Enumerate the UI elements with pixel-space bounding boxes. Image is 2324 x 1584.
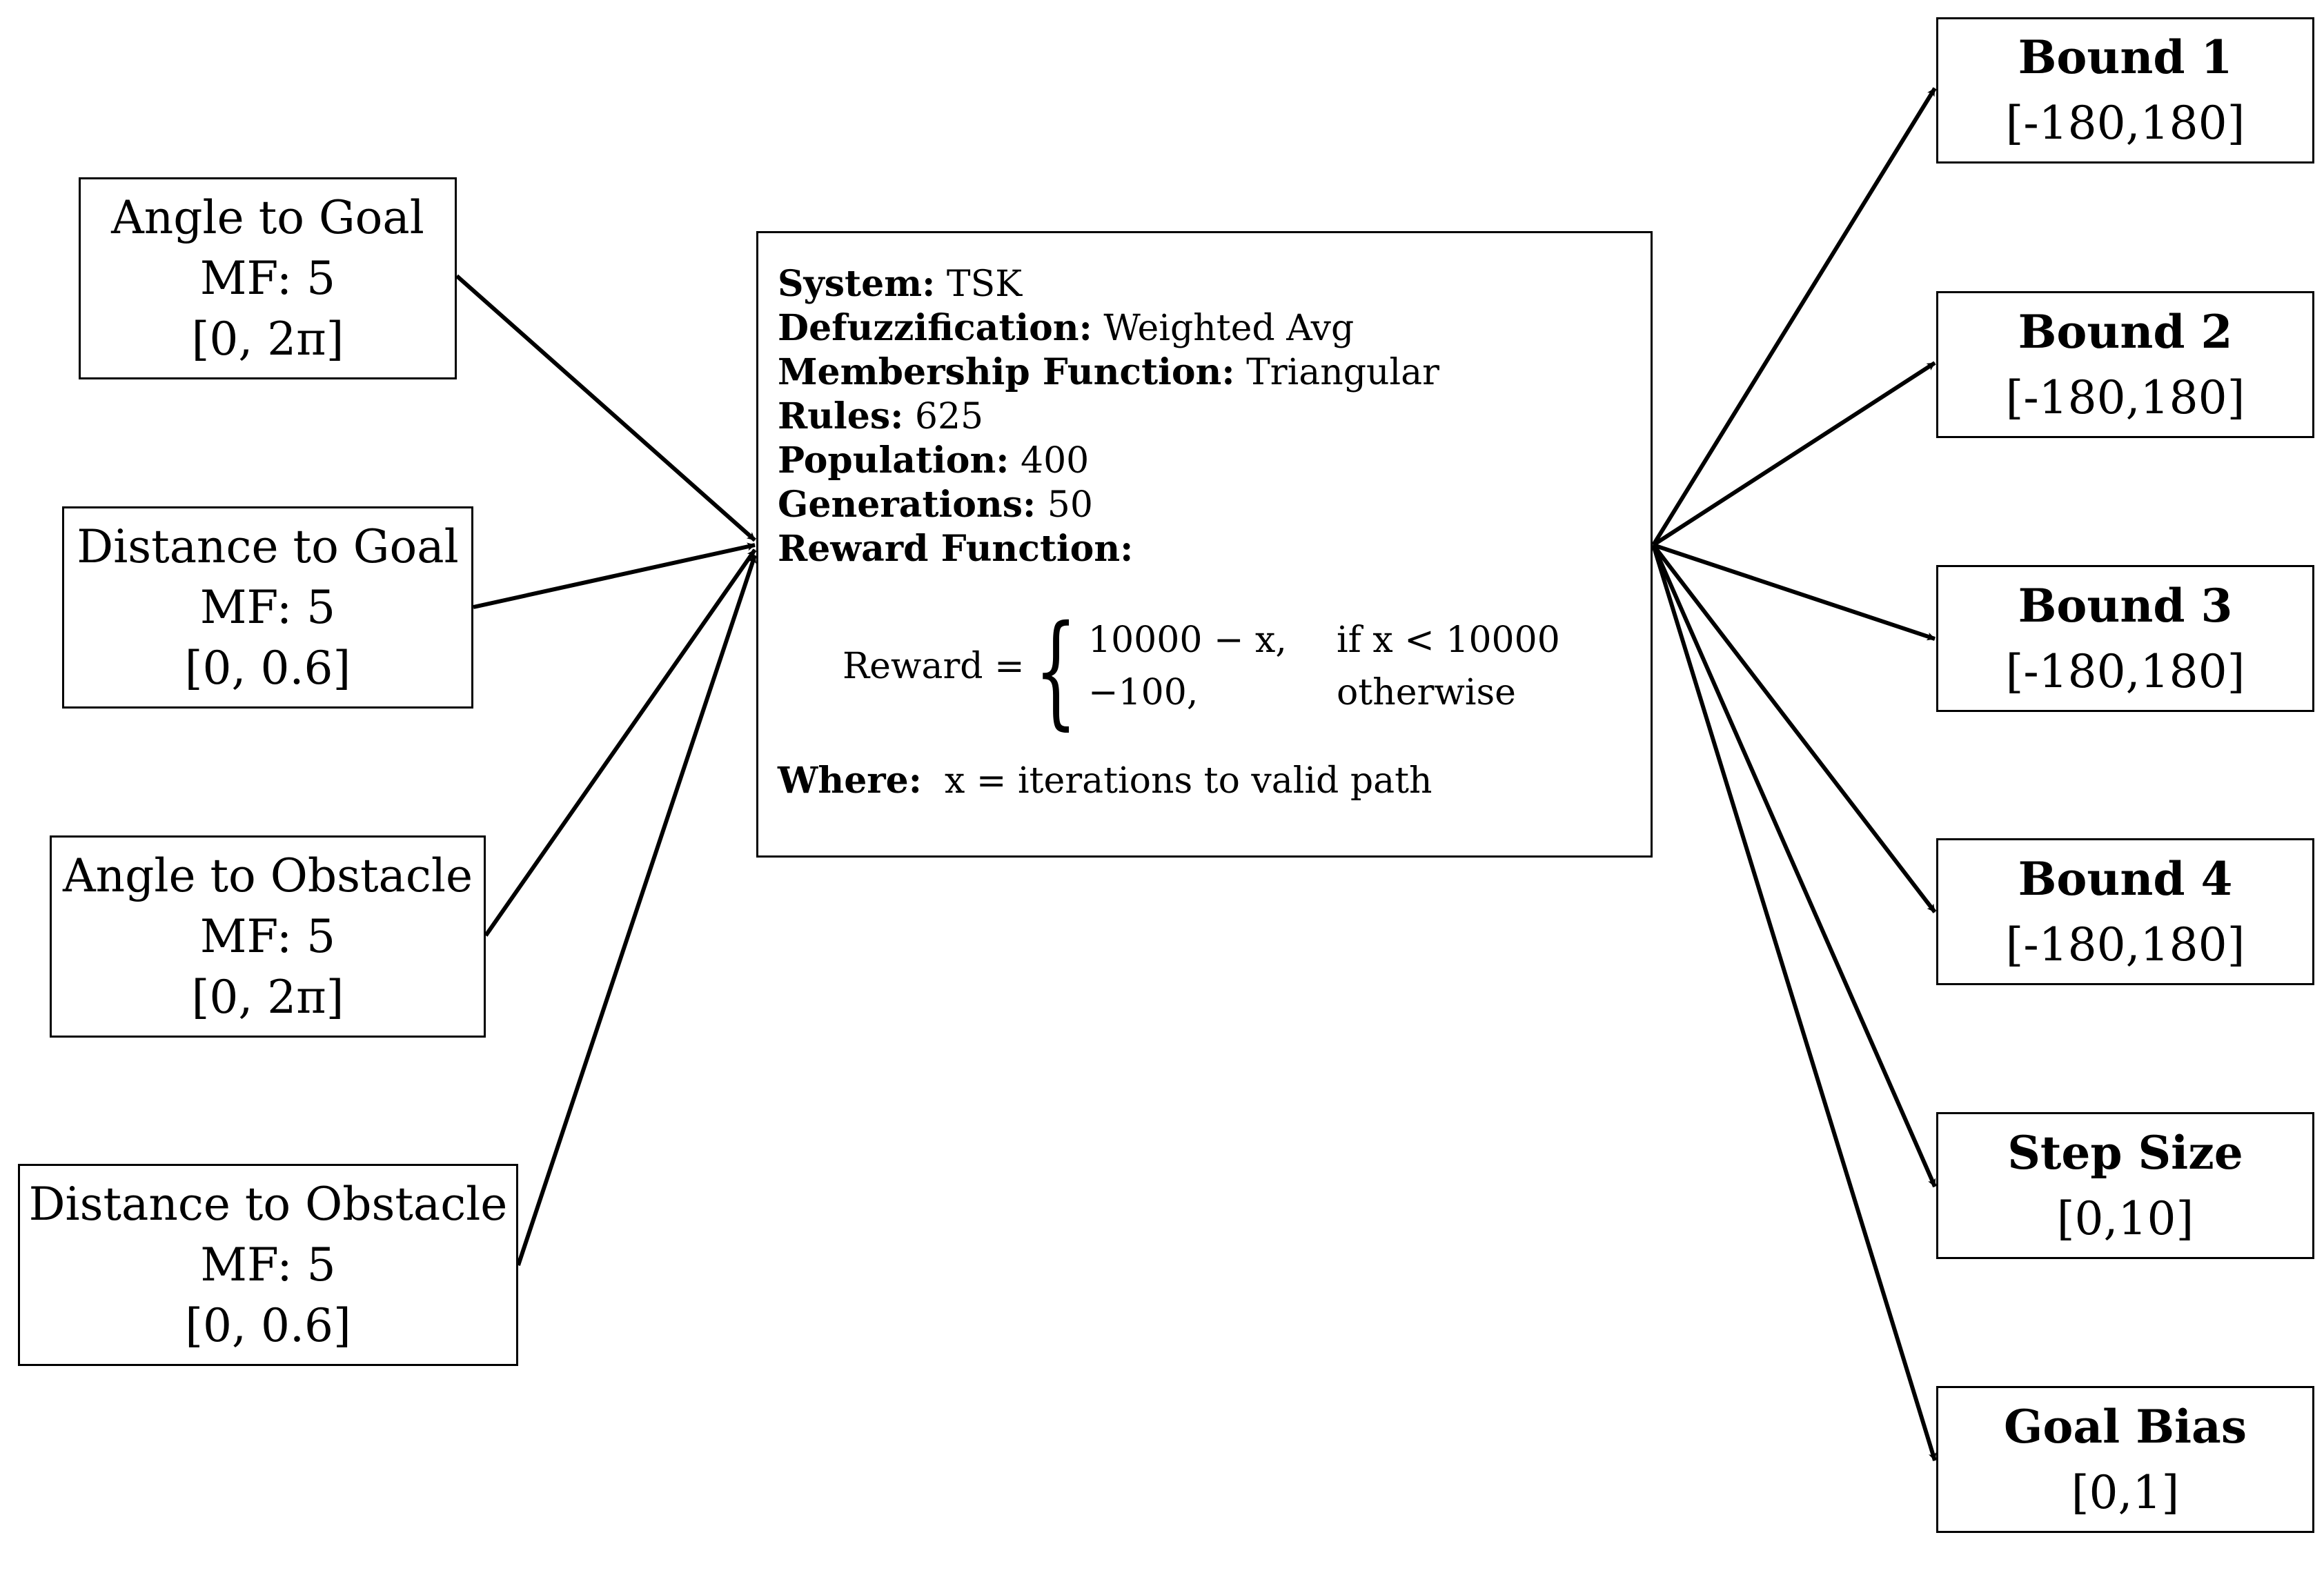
arrow-output-5	[1651, 544, 1937, 1188]
input-box-angle-to-obstacle: Angle to Obstacle MF: 5 [0, 2π]	[50, 835, 486, 1038]
input-mf: MF: 5	[199, 580, 336, 634]
output-name: Bound 1	[2018, 30, 2233, 84]
input-range: [0, 2π]	[191, 970, 344, 1024]
output-name: Bound 3	[2018, 578, 2233, 633]
output-range: [-180,180]	[2005, 644, 2245, 698]
input-name: Angle to Obstacle	[62, 849, 473, 902]
generations-row: Generations: 50	[778, 484, 1093, 526]
input-mf: MF: 5	[199, 251, 336, 305]
output-range: [-180,180]	[2005, 97, 2245, 150]
arrow-input-1	[455, 274, 756, 542]
input-name: Distance to Obstacle	[28, 1177, 508, 1231]
input-mf: MF: 5	[199, 909, 336, 963]
fuzzy-system-box: System: TSK Defuzzification: Weighted Av…	[756, 231, 1653, 858]
output-box-bound-1: Bound 1 [-180,180]	[1936, 17, 2314, 164]
case-1-expression: 10000 − x,	[1088, 620, 1287, 661]
arrow-output-3	[1653, 543, 1936, 641]
reward-lhs: Reward =	[843, 646, 1025, 687]
output-range: [-180,180]	[2005, 918, 2245, 971]
output-name: Step Size	[2007, 1125, 2243, 1180]
arrow-output-2	[1652, 361, 1936, 547]
output-name: Bound 4	[2018, 851, 2233, 906]
arrow-output-6	[1651, 544, 1937, 1461]
input-range: [0, 0.6]	[184, 641, 351, 695]
arrow-output-1	[1651, 87, 1937, 546]
input-range: [0, 0.6]	[185, 1298, 351, 1352]
input-box-angle-to-goal: Angle to Goal MF: 5 [0, 2π]	[79, 177, 457, 379]
output-range: [0,10]	[2056, 1191, 2194, 1245]
output-name: Goal Bias	[2004, 1399, 2247, 1454]
output-box-bound-4: Bound 4 [-180,180]	[1936, 838, 2314, 985]
input-box-distance-to-obstacle: Distance to Obstacle MF: 5 [0, 0.6]	[18, 1164, 518, 1366]
case-1-condition: if x < 10000	[1337, 620, 1560, 661]
population-row: Population: 400	[778, 439, 1090, 482]
case-2-condition: otherwise	[1337, 672, 1516, 713]
reward-function-row: Reward Function:	[778, 528, 1134, 570]
arrow-input-2	[473, 542, 756, 609]
rules-row: Rules: 625	[778, 395, 984, 437]
left-brace-icon: {	[1034, 599, 1078, 742]
output-box-goal-bias: Goal Bias [0,1]	[1936, 1386, 2314, 1533]
arrow-output-4	[1651, 544, 1937, 913]
input-mf: MF: 5	[200, 1238, 336, 1291]
arrow-input-3	[484, 548, 757, 937]
reward-equation: Reward = { 10000 − x, if x < 10000 −100,…	[778, 595, 1651, 746]
output-box-bound-3: Bound 3 [-180,180]	[1936, 565, 2314, 712]
input-range: [0, 2π]	[191, 312, 344, 366]
membership-function-row: Membership Function: Triangular	[778, 351, 1440, 393]
where-row: Where: x = iterations to valid path	[778, 760, 1432, 802]
output-range: [0,1]	[2071, 1465, 2180, 1519]
system-row: System: TSK	[778, 263, 1023, 305]
output-range: [-180,180]	[2005, 370, 2245, 424]
input-box-distance-to-goal: Distance to Goal MF: 5 [0, 0.6]	[62, 506, 473, 709]
input-name: Angle to Goal	[111, 190, 424, 244]
case-2-expression: −100,	[1088, 672, 1199, 713]
output-name: Bound 2	[2018, 304, 2233, 359]
output-box-step-size: Step Size [0,10]	[1936, 1112, 2314, 1259]
input-name: Distance to Goal	[77, 519, 459, 573]
output-box-bound-2: Bound 2 [-180,180]	[1936, 291, 2314, 438]
arrow-input-4	[516, 555, 757, 1266]
defuzzification-row: Defuzzification: Weighted Avg	[778, 307, 1355, 349]
